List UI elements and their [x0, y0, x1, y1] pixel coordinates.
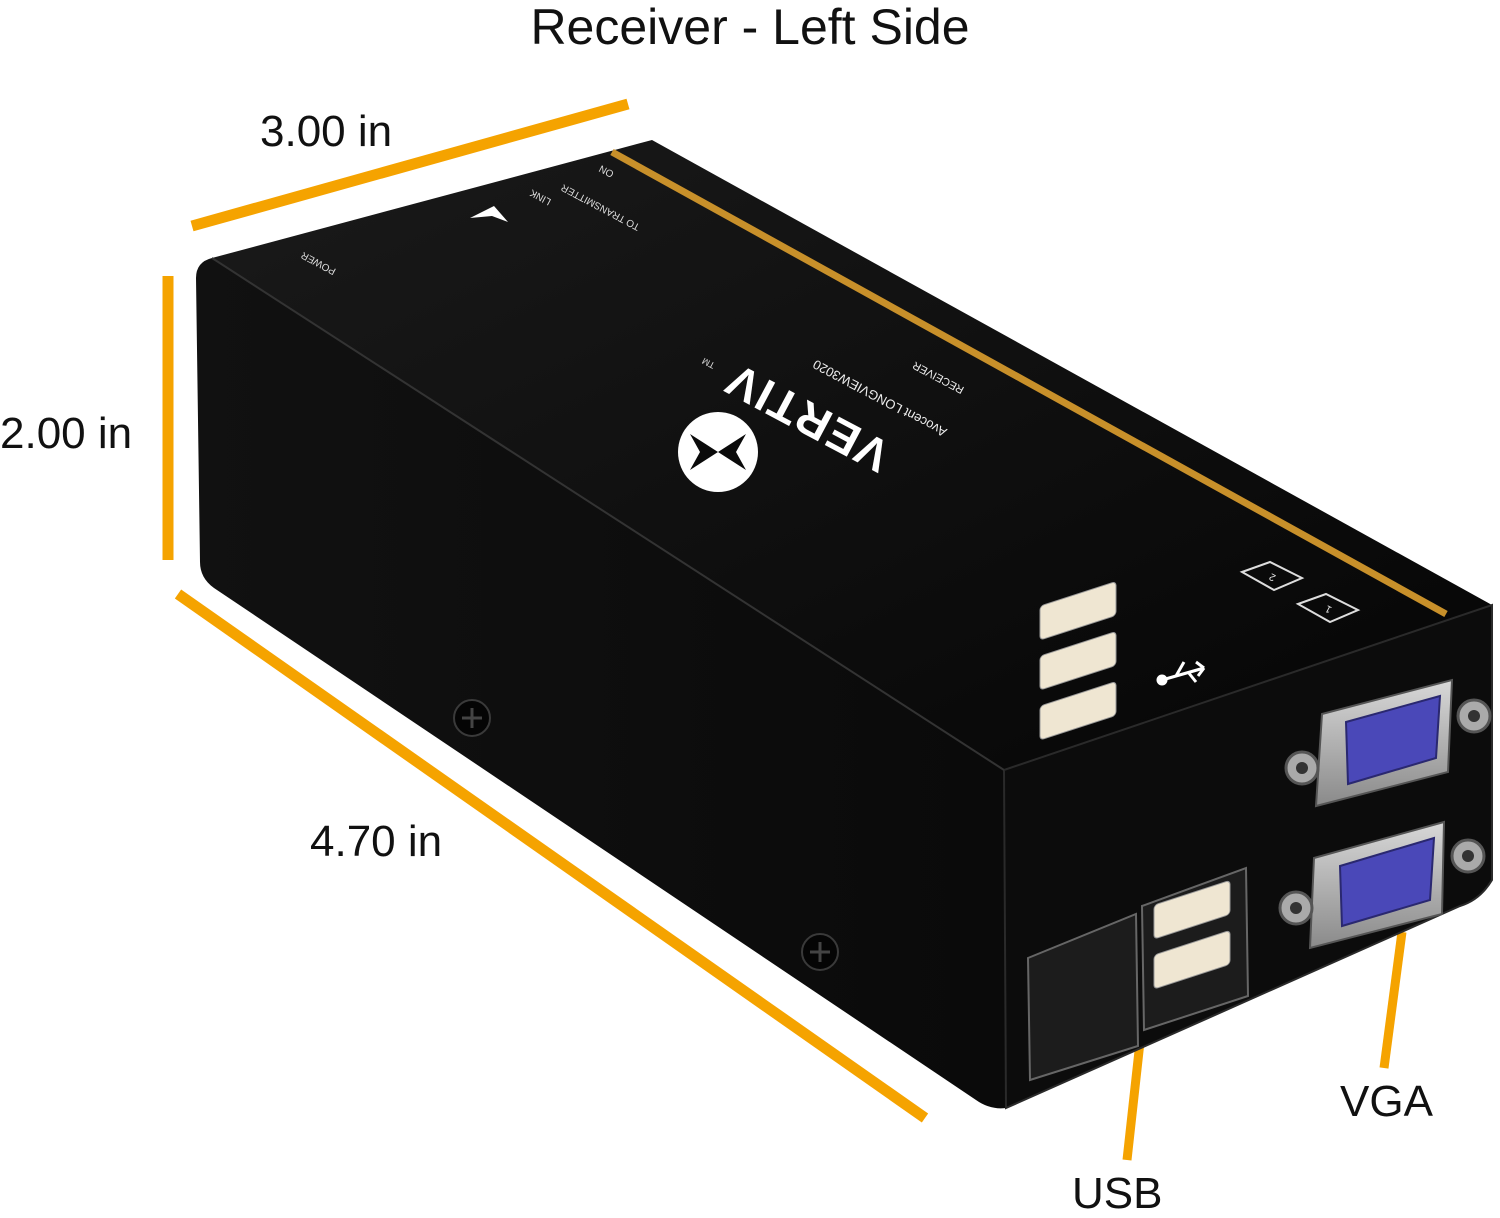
usb-port — [1039, 681, 1117, 740]
usb-symbol-icon — [1156, 660, 1206, 686]
receiver-unit: POWER LINK TO TRANSMITTER ON VERTIV TM A… — [196, 140, 1493, 1110]
usb-callout-line — [1122, 1041, 1145, 1161]
vga-callout-line — [1379, 931, 1407, 1069]
port-2-label-box: 2 — [1239, 560, 1305, 592]
vga-port — [1284, 678, 1492, 808]
link-arrow-icon — [470, 206, 508, 222]
top-panel — [212, 140, 1492, 770]
usb-port — [1153, 930, 1231, 989]
usb-port — [1153, 880, 1231, 939]
usb-port — [1039, 631, 1117, 690]
side-panel — [196, 258, 1006, 1109]
screw — [453, 699, 491, 737]
length-dimension-line — [174, 589, 929, 1123]
length-dimension-label: 4.70 in — [310, 817, 443, 866]
usb-callout-label: USB — [1072, 1169, 1163, 1218]
vga-callout-label: VGA — [1340, 1077, 1433, 1126]
vga-port — [1278, 820, 1486, 950]
width-dimension-label: 3.00 in — [260, 107, 393, 156]
gold-stripe — [610, 148, 1448, 618]
usb-port-group — [1026, 581, 1250, 1082]
height-dimension-label: 2.00 in — [0, 409, 133, 458]
svg-text:2: 2 — [1267, 570, 1277, 583]
port-1-label-box: 1 — [1295, 592, 1361, 624]
width-dimension-line — [190, 98, 630, 232]
page-title: Receiver - Left Side — [530, 0, 970, 55]
usb-port — [1039, 581, 1117, 640]
screw — [801, 933, 839, 971]
svg-text:1: 1 — [1323, 602, 1333, 615]
